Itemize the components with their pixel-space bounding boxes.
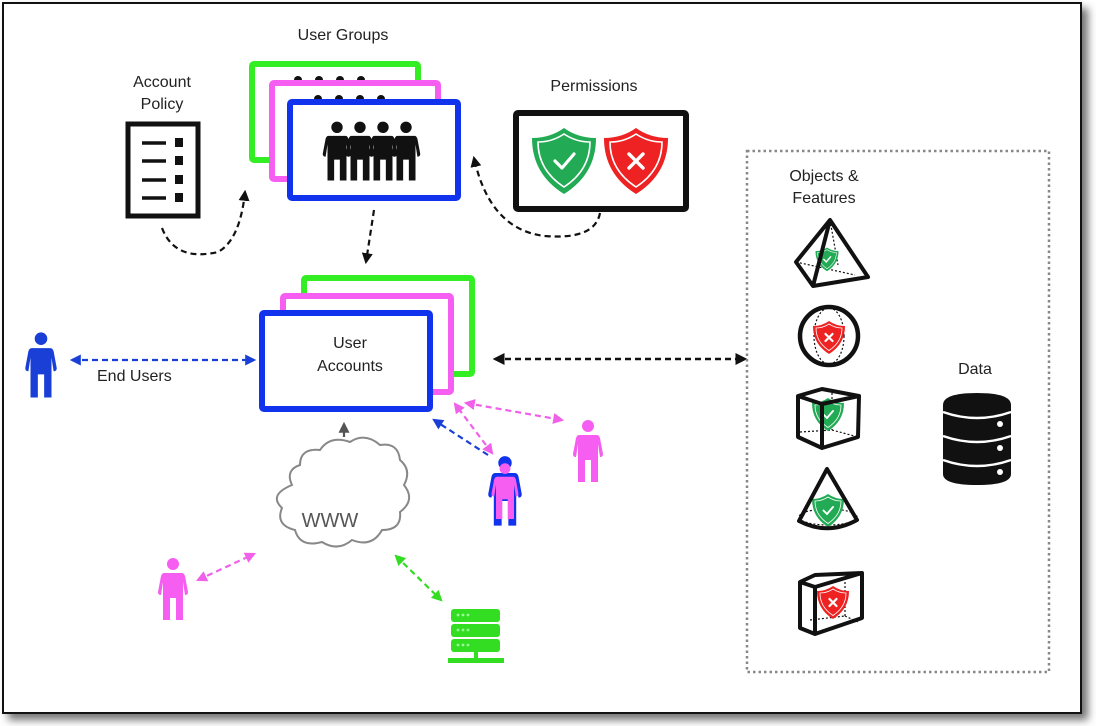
permissions-to-groups-arrow [470,155,602,238]
sphere-object-icon [797,304,861,368]
user-groups-label: User Groups [298,27,389,44]
permissions-label: Permissions [550,78,637,95]
blue-user-accounts-arrow [432,418,489,456]
database-icon[interactable] [942,393,1012,485]
account-policy-label-line1: Account [133,74,191,91]
groups-to-accounts-arrow [361,209,376,265]
end-users-label: End Users [97,368,172,385]
end-user-icon [25,332,57,398]
www-label: WWW [302,510,359,532]
shield-x-icon [603,127,669,195]
pink-user-www-arrow [196,552,256,582]
blue-pink-user-icon [488,456,522,526]
pink-user-right-accounts-arrow [463,399,565,424]
pink-user-accounts-arrow [453,402,494,455]
shield-check-icon [531,127,597,195]
user-accounts-label-line2: Accounts [317,358,383,375]
pyramid-object-icon [794,218,870,288]
objects-features-label-line2: Features [792,190,855,207]
server-icon [448,609,504,663]
www-cloud-icon[interactable]: WWW [275,436,411,548]
box-object-icon [798,571,864,636]
policy-document-icon [125,121,201,219]
objects-features-label-line1: Objects & [789,168,859,185]
cone-object-icon [797,467,859,531]
pink-user-icon-left [158,558,188,620]
data-label: Data [958,361,992,378]
permissions-box[interactable] [513,110,689,212]
cube-object-icon [796,387,861,450]
user-accounts-label-line1: User [333,335,367,352]
user-groups-stack[interactable] [249,61,461,201]
objects-features-container [745,149,1051,674]
policy-to-groups-arrow [160,189,250,256]
pink-user-icon-right [573,420,603,482]
account-policy-label-line2: Policy [141,96,184,113]
server-www-arrow [394,554,443,602]
user-accounts-stack[interactable]: User Accounts [259,275,475,412]
